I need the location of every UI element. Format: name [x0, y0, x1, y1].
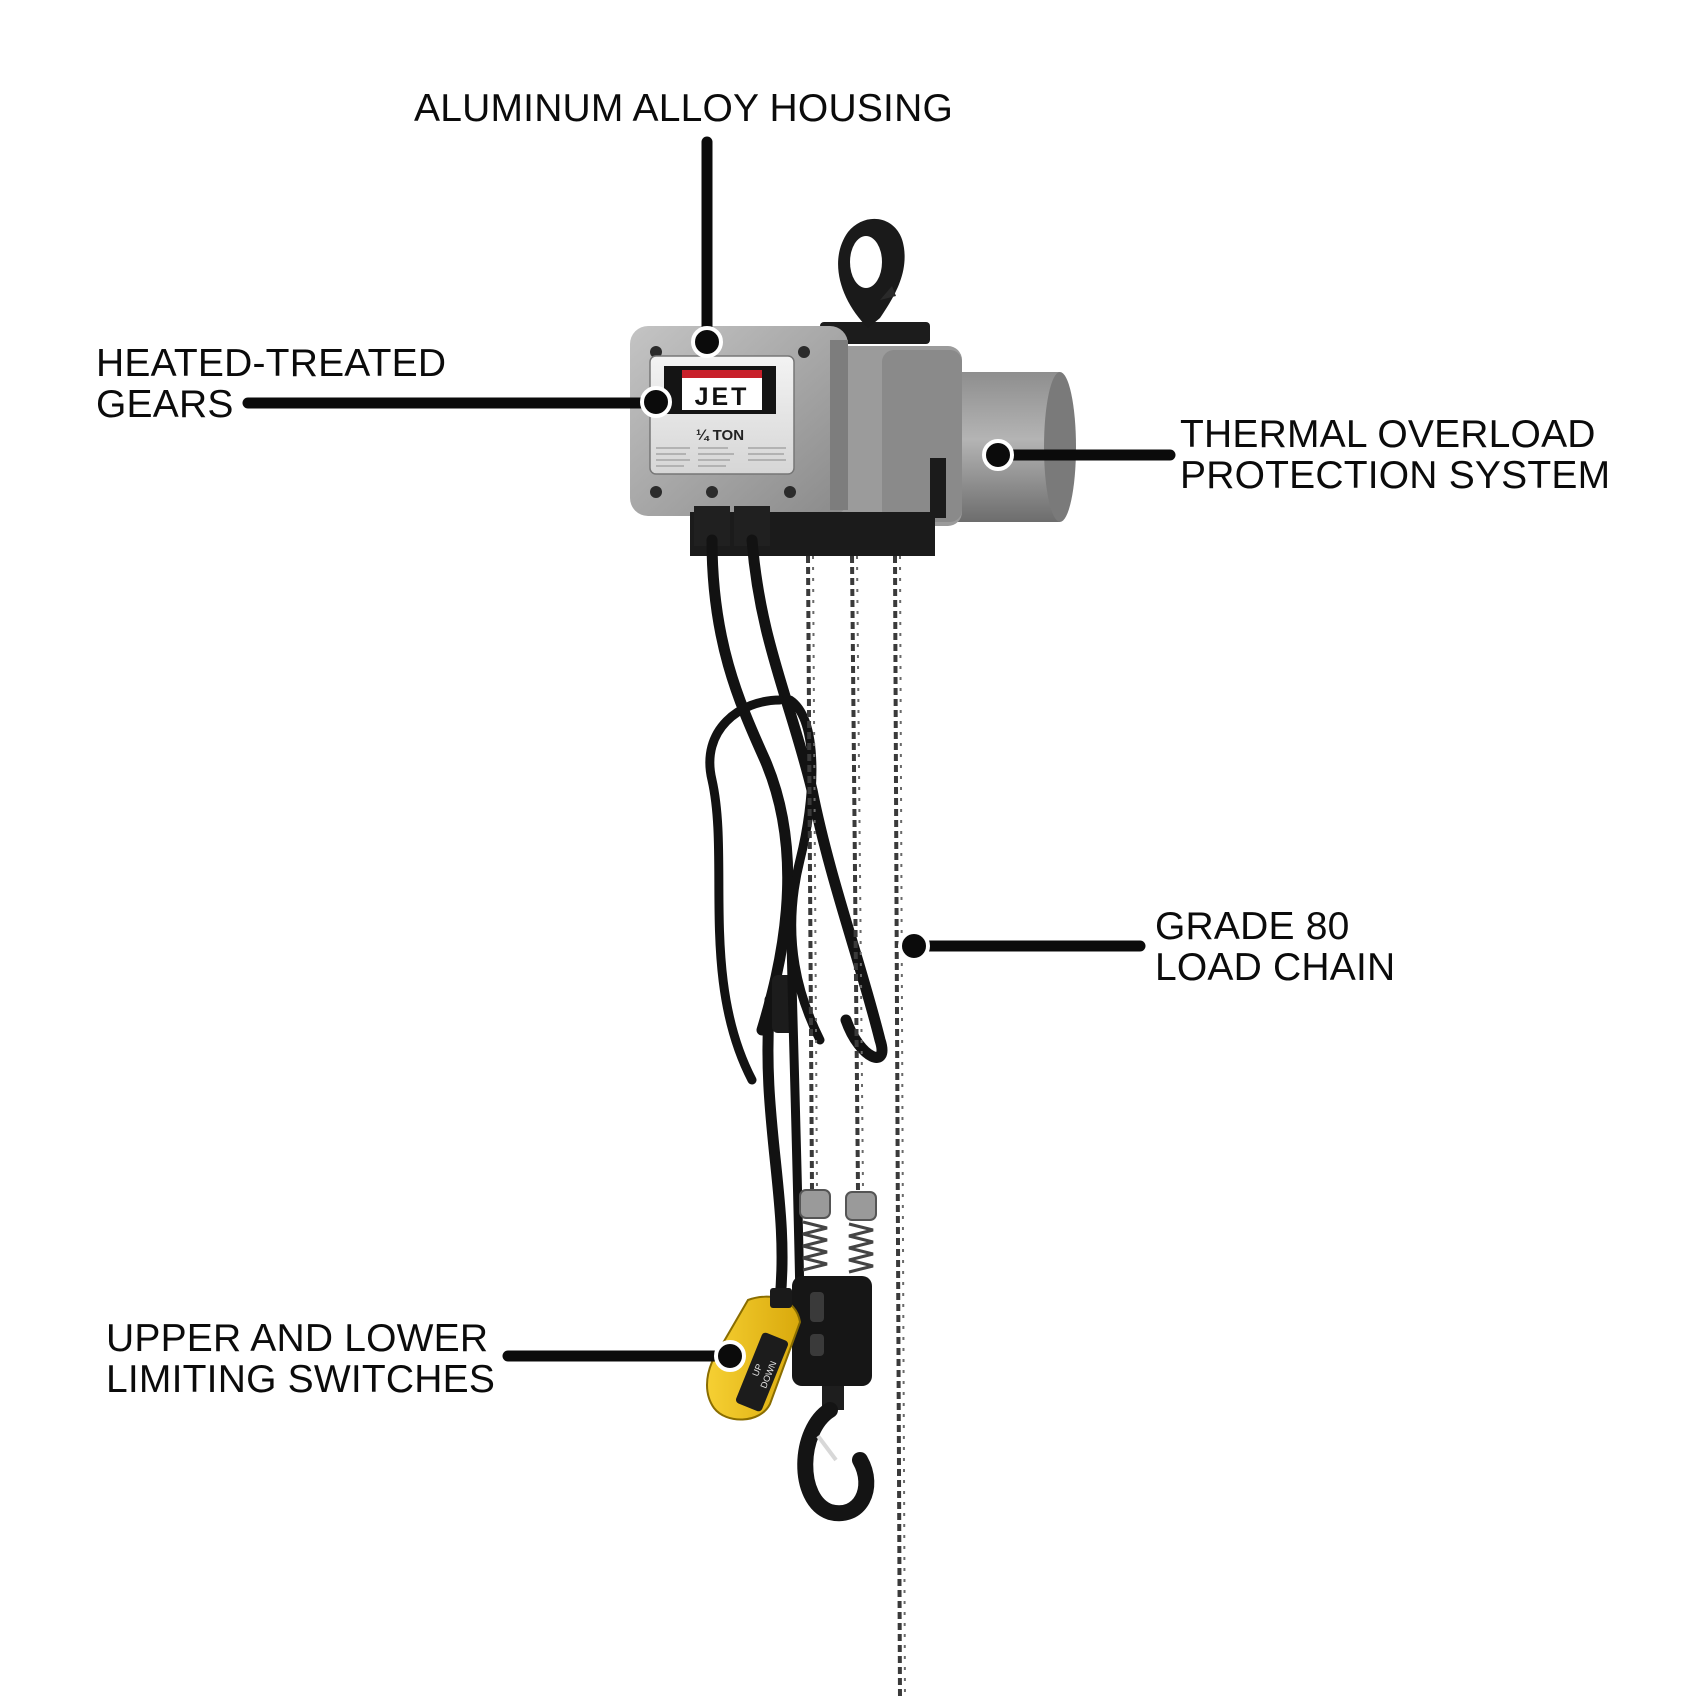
lower-hook-block — [792, 1276, 875, 1522]
callout-heat-treated-gears: HEATED-TREATED GEARS — [96, 343, 446, 425]
capacity-label: ¼ TON — [696, 427, 744, 444]
callout-line: GEARS — [96, 383, 234, 426]
callout-line: LOAD CHAIN — [1155, 946, 1396, 989]
callout-line: LIMITING SWITCHES — [106, 1358, 496, 1401]
chain-springs — [799, 1189, 877, 1274]
pendant-control: UP DOWN — [706, 1288, 802, 1421]
leader-thermal — [982, 439, 1176, 471]
callout-line: HEATED-TREATED — [96, 342, 447, 385]
callout-line: ALUMINUM ALLOY HOUSING — [414, 87, 953, 130]
callout-aluminum-housing: ALUMINUM ALLOY HOUSING — [414, 88, 953, 129]
callout-leaders — [242, 136, 1176, 1372]
callout-line: GRADE 80 — [1155, 905, 1350, 948]
brand-logo: JET — [695, 383, 750, 411]
callout-load-chain: GRADE 80 LOAD CHAIN — [1155, 906, 1395, 988]
callout-limiting-switches: UPPER AND LOWER LIMITING SWITCHES — [106, 1318, 495, 1400]
power-cords — [705, 534, 888, 1306]
top-hook — [820, 218, 930, 344]
plate-fine-print — [656, 447, 786, 467]
callout-line: THERMAL OVERLOAD — [1180, 413, 1596, 456]
leader-housing — [691, 136, 723, 358]
callout-line: UPPER AND LOWER — [106, 1317, 489, 1360]
leader-chain — [898, 930, 1146, 962]
load-chains — [806, 555, 902, 1700]
leader-switches — [502, 1340, 746, 1372]
pendant-up-label: UP — [750, 1362, 764, 1377]
callout-thermal-overload: THERMAL OVERLOAD PROTECTION SYSTEM — [1180, 414, 1610, 496]
name-plate: JET ¼ TON — [649, 355, 795, 475]
brand-stripe — [682, 370, 762, 378]
callout-line: PROTECTION SYSTEM — [1180, 454, 1611, 497]
leader-gears — [242, 386, 672, 418]
